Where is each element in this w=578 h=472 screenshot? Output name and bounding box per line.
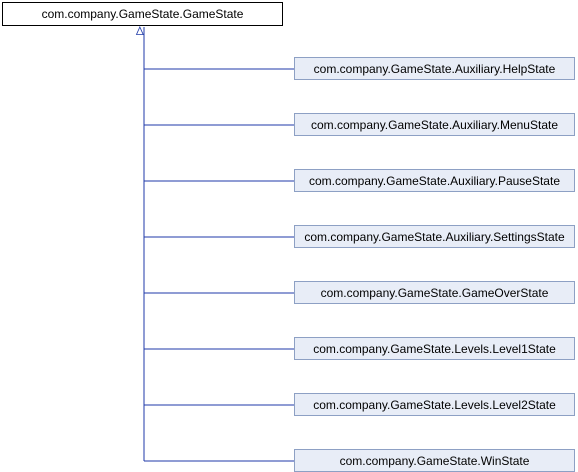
subclass-node[interactable]: com.company.GameState.Auxiliary.HelpStat… [294,57,575,80]
subclass-node[interactable]: com.company.GameState.Auxiliary.PauseSta… [294,169,575,192]
subclass-node[interactable]: com.company.GameState.Auxiliary.MenuStat… [294,113,575,136]
subclass-node[interactable]: com.company.GameState.Auxiliary.Settings… [294,225,575,248]
subclass-node[interactable]: com.company.GameState.Levels.Level1State [294,337,575,360]
subclass-node[interactable]: com.company.GameState.GameOverState [294,281,575,304]
inheritance-branches [144,68,294,462]
subclass-node[interactable]: com.company.GameState.WinState [294,449,575,472]
subclass-node[interactable]: com.company.GameState.Levels.Level2State [294,393,575,416]
base-class-node[interactable]: com.company.GameState.GameState [2,2,283,26]
